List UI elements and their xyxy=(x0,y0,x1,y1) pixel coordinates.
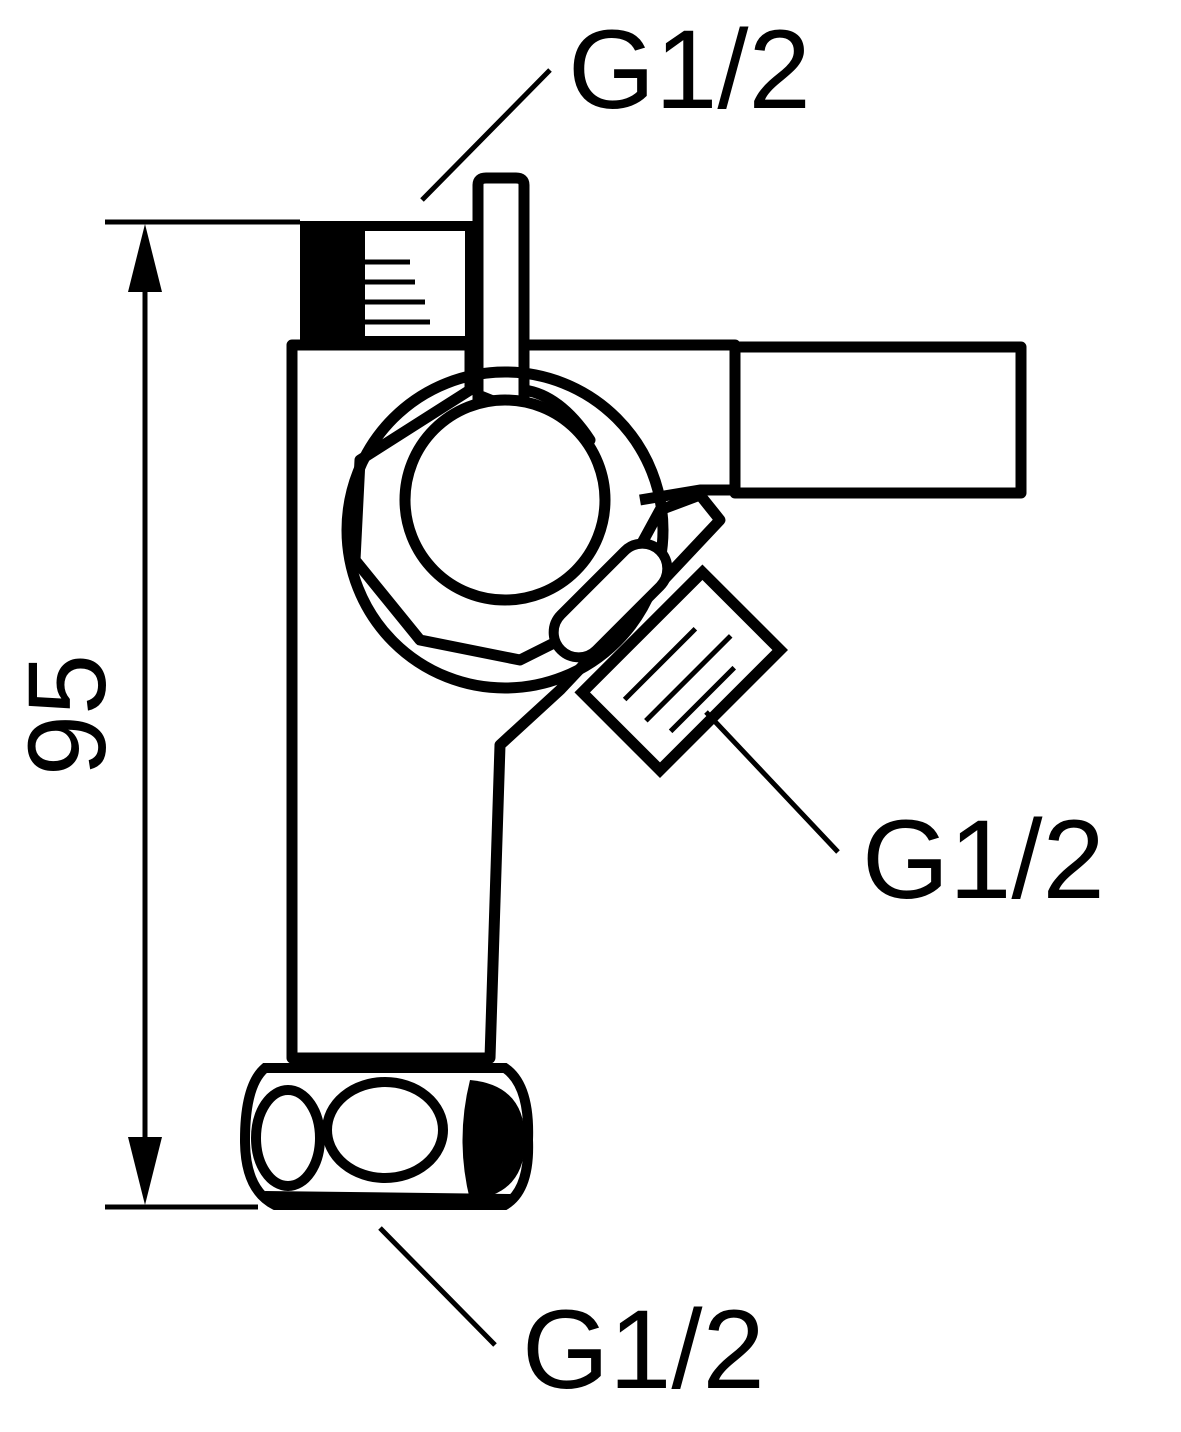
bottom-nut xyxy=(239,1063,534,1210)
dimension-line: 95 xyxy=(6,219,300,1210)
callout-right: G1/2 xyxy=(704,710,1105,922)
callout-bottom-label: G1/2 xyxy=(522,1287,765,1412)
valve-body xyxy=(239,172,1027,1210)
callout-top-leader xyxy=(420,68,552,202)
callout-right-label: G1/2 xyxy=(862,797,1105,922)
callout-right-leader xyxy=(704,710,840,854)
callout-top: G1/2 xyxy=(420,7,811,202)
callout-bottom: G1/2 xyxy=(378,1226,765,1412)
spindle-ring-inner xyxy=(399,394,611,606)
side-outlet xyxy=(548,538,788,778)
callout-top-label: G1/2 xyxy=(568,7,811,132)
callout-bottom-leader xyxy=(378,1226,497,1347)
valve-arm-end xyxy=(729,341,1027,499)
dimension-arrow-down-icon xyxy=(128,1137,162,1205)
top-thread xyxy=(300,221,475,346)
spindle-ring-outer xyxy=(341,366,669,694)
dimension-arrow-up-icon xyxy=(128,224,162,292)
dimension-value: 95 xyxy=(6,654,129,776)
